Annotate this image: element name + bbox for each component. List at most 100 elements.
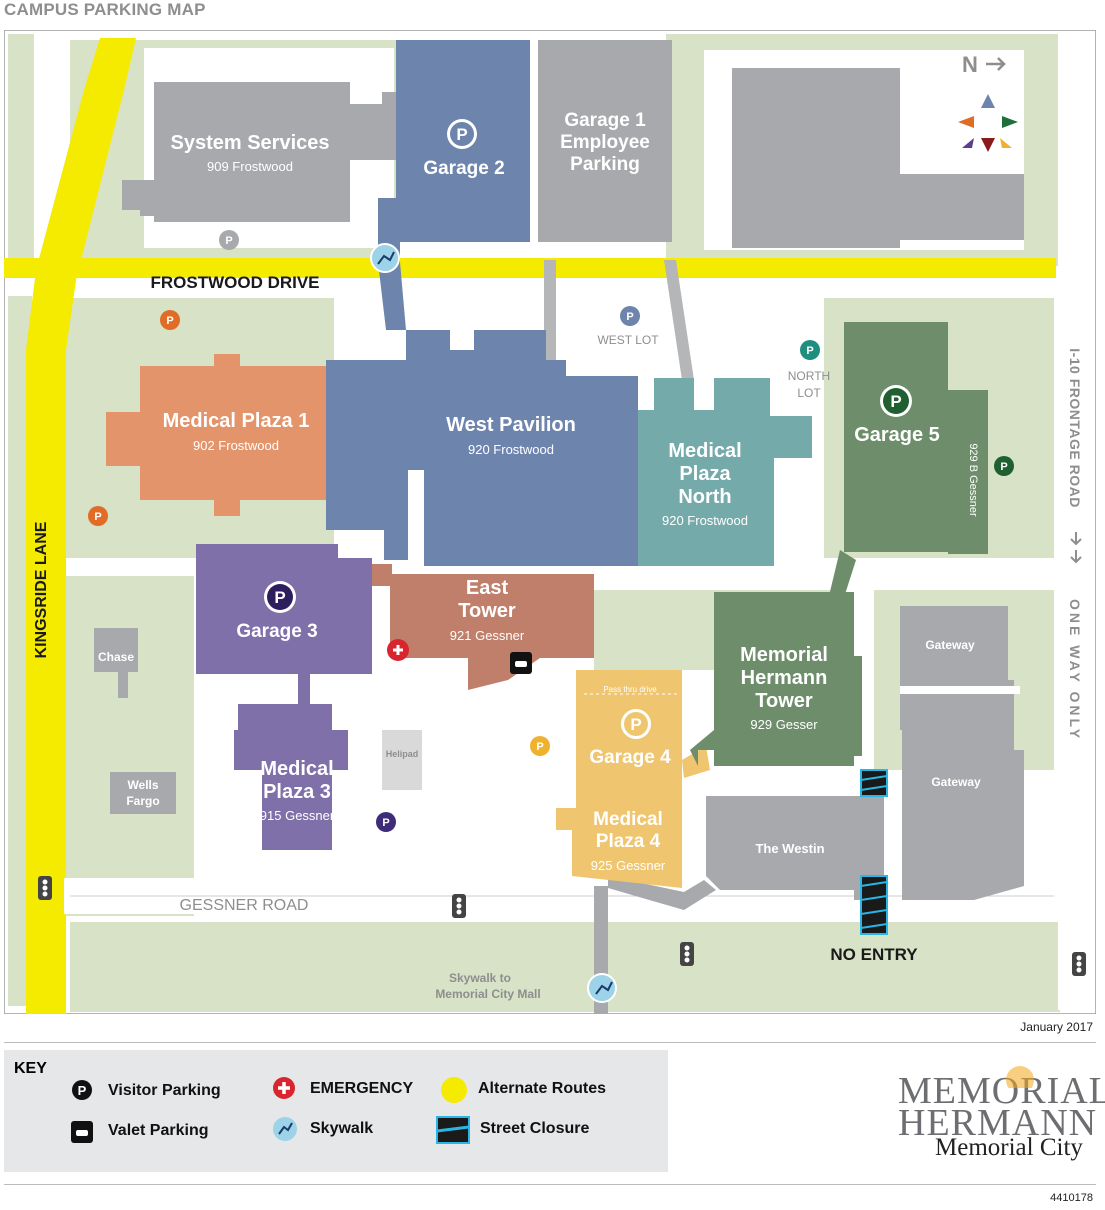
mp4-label-2: Plaza 4 [596,831,661,852]
memorial-hermann-tower[interactable] [690,592,862,766]
svg-text:P: P [78,1083,87,1098]
garage-1[interactable] [538,40,672,242]
mp3-label-2: Plaza 3 [263,781,331,803]
frostwood-drive-label: FROSTWOOD DRIVE [150,273,319,292]
key-title: KEY [14,1060,47,1077]
map-title: CAMPUS PARKING MAP [4,0,206,19]
east-tower-address: 921 Gessner [450,628,525,643]
key-valet-parking: Valet Parking [108,1122,209,1139]
mp1-address: 902 Frostwood [193,438,279,453]
logo-sun-icon [1006,1066,1034,1088]
chase-label: Chase [98,650,134,664]
one-way-label: ONE WAY ONLY [1067,599,1083,741]
garage-5-annex-label: 929 B Gessner [967,443,979,517]
map-key: KEY P Visitor Parking Valet Parking EMER… [4,1050,668,1172]
mht-label-3: Tower [755,690,813,712]
the-westin[interactable] [706,796,884,900]
mp3-label-1: Medical [260,758,333,780]
key-emergency: EMERGENCY [310,1080,414,1097]
map-code: 4410178 [1050,1192,1093,1204]
key-alternate-routes: Alternate Routes [478,1080,607,1097]
lot-p-1: P [225,235,232,247]
helipad-label: Helipad [386,749,419,759]
key-street-closure: Street Closure [480,1120,590,1137]
system-services-building[interactable] [122,82,400,222]
pass-thru-label: Pass thru drive [603,685,657,694]
gateway-label-1: Gateway [925,638,975,652]
medical-plaza-north[interactable] [638,378,812,566]
north-lot-label-2: LOT [797,386,821,400]
west-pavilion-label: West Pavilion [446,414,576,436]
kingsride-lane [26,38,136,1014]
mp3-address: 915 Gessner [260,808,335,823]
west-lot-label: WEST LOT [597,333,659,347]
mht-label-2: Hermann [741,667,828,689]
east-tower[interactable] [372,564,594,690]
emergency-key-icon [273,1077,295,1099]
skywalk-mall-label-1: Skywalk to [449,971,511,985]
wells-label-1: Wells [127,778,158,792]
lot-p-3: P [94,511,101,523]
west-pavilion[interactable] [326,330,638,566]
system-services-label: System Services [170,132,329,154]
west-pavilion-address: 920 Frostwood [468,442,554,457]
east-tower-label-2: Tower [458,600,516,622]
garage-1-label-3: Parking [570,154,640,175]
garage-3-p: P [274,588,285,607]
skywalk-mall-label-2: Memorial City Mall [435,987,540,1001]
logo-hermann: HERMANN [898,1102,1098,1144]
system-services-address: 909 Frostwood [207,159,293,174]
westin-label: The Westin [755,841,824,856]
divider-bottom [4,1184,1096,1185]
mpn-label-1: Medical [668,440,741,462]
garage-4-p: P [630,715,641,734]
lot-p-7: P [536,741,543,753]
garage-parking-icons [264,119,912,739]
medical-plaza-1[interactable] [106,354,326,516]
garage-2-label: Garage 2 [423,158,504,179]
map-date: January 2017 [1020,1020,1093,1034]
mpn-label-2: Plaza [679,463,731,485]
frostwood-drive [4,258,1056,278]
visitor-parking-icon: P [72,1080,92,1100]
gessner-road-label: GESSNER ROAD [180,897,309,914]
skywalk-key-icon [273,1117,297,1141]
no-entry-label: NO ENTRY [830,945,918,964]
lot-p-5: P [806,345,813,357]
garage-5-p: P [890,392,901,411]
alternate-routes-icon [441,1077,467,1103]
lot-p-2: P [166,315,173,327]
garage-3-label: Garage 3 [236,621,317,642]
garage-5-annex[interactable] [948,390,988,554]
garage-1-label-2: Employee [560,132,650,153]
mp4-address: 925 Gessner [591,858,666,873]
kingsride-lane-label: KINGSRIDE LANE [33,521,50,658]
garage-5[interactable] [844,322,948,552]
lot-p-4: P [626,311,633,323]
mp4-label-1: Medical [593,809,663,830]
north-lot-label-1: NORTH [788,369,830,383]
frontage-road-label: I-10 FRONTAGE ROAD [1067,348,1083,508]
gateway-buildings[interactable] [900,606,1024,900]
east-tower-label-1: East [466,577,509,599]
campus-map: N P P P P P P P P P P P P [4,30,1096,1014]
mpn-address: 920 Frostwood [662,513,748,528]
lot-p-8: P [382,817,389,829]
key-skywalk: Skywalk [310,1120,374,1137]
street-closure-icon [436,1116,470,1144]
mp1-label: Medical Plaza 1 [163,410,310,432]
compass-rose [958,94,1018,152]
skywalk-icon-mall [587,973,617,1003]
garage-2-p: P [456,125,467,144]
medical-plaza-3[interactable] [234,704,348,850]
garage-5-label: Garage 5 [854,424,940,446]
key-visitor-parking: Visitor Parking [108,1082,221,1099]
compass-north-label: N [962,52,978,77]
lot-p-6: P [1000,461,1007,473]
divider-top [4,1042,1096,1043]
medical-plaza-4[interactable] [556,802,682,888]
garage-1-label-1: Garage 1 [564,110,646,131]
gateway-label-2: Gateway [931,775,981,789]
mpn-label-3: North [678,486,731,508]
garage-4-label: Garage 4 [589,747,671,768]
